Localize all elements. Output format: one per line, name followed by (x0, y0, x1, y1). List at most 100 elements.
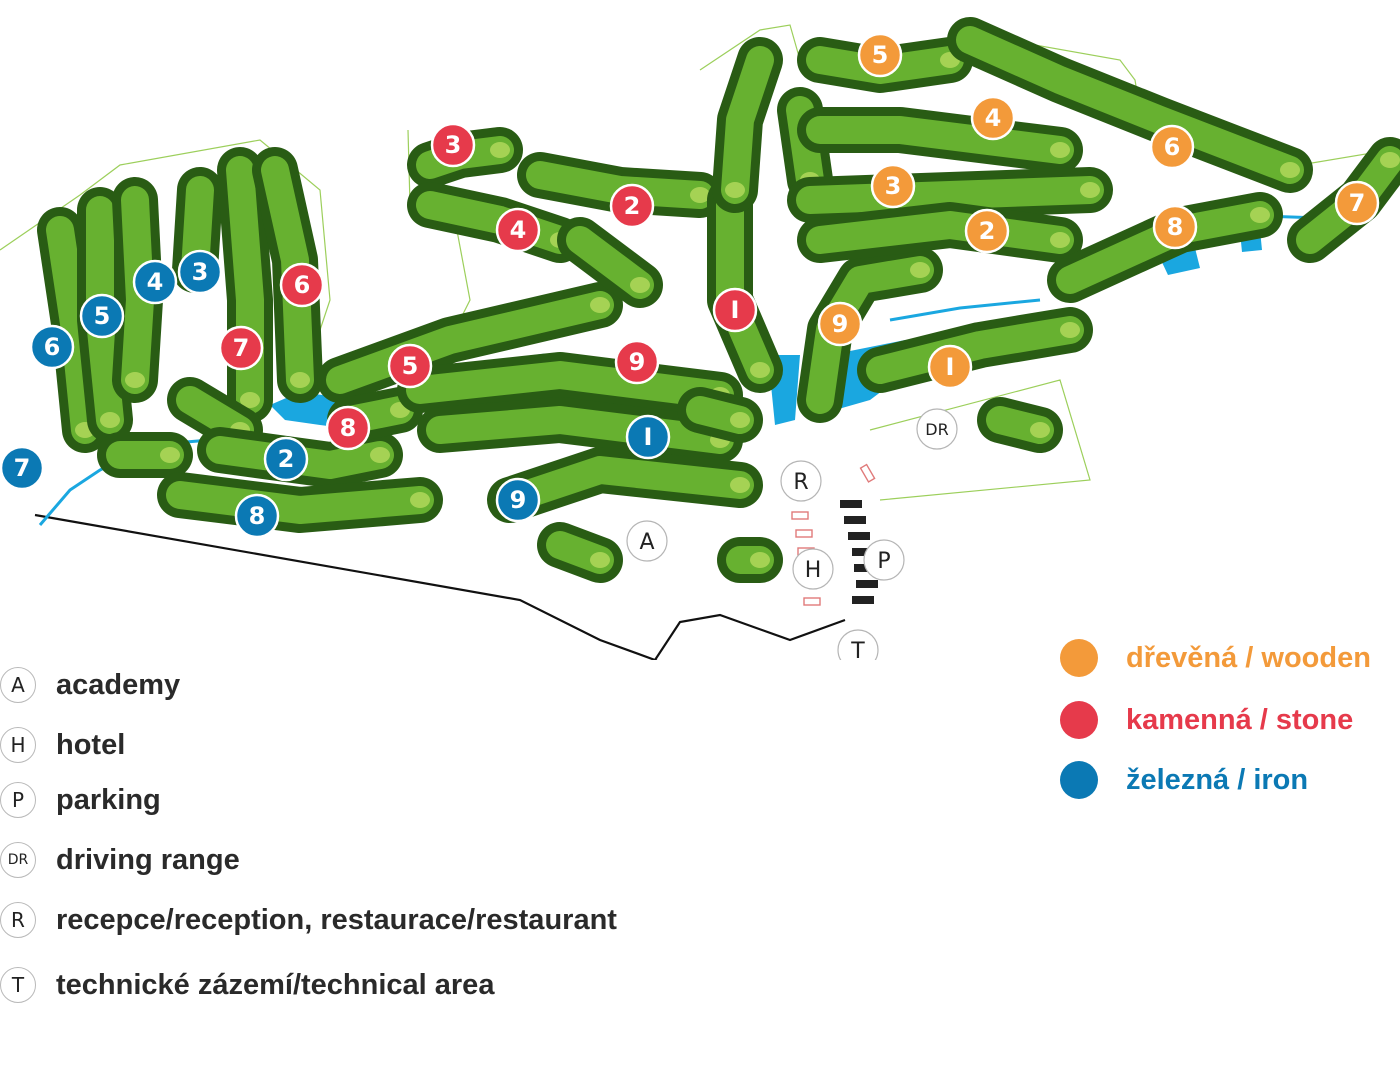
stone-hole-I-marker[interactable]: I (712, 287, 758, 333)
facility-marker-p[interactable]: P (863, 539, 905, 581)
stone-hole-4-marker[interactable]: 4 (495, 207, 541, 253)
wooden-hole-8-marker[interactable]: 8 (1152, 204, 1198, 250)
wooden-hole-3-marker[interactable]: 3 (870, 163, 916, 209)
fairway (261, 156, 314, 394)
iron-hole-number: I (644, 423, 653, 451)
stone-hole-circle (614, 339, 660, 385)
putting-green (630, 277, 650, 293)
fairway (326, 291, 614, 394)
course-color-dot (1060, 761, 1098, 799)
stone-hole-8-marker[interactable]: 8 (325, 405, 371, 451)
wooden-hole-circle (857, 32, 903, 78)
course-legend-wooden: dřevěná / wooden (1060, 636, 1371, 680)
stone-hole-circle (495, 207, 541, 253)
putting-green (410, 492, 430, 508)
course-legend-iron: železná / iron (1060, 758, 1308, 802)
putting-green (690, 187, 710, 203)
facility-circle (863, 539, 905, 581)
facility-marker-t[interactable]: T (837, 629, 879, 660)
iron-hole-2-marker[interactable]: 2 (263, 436, 309, 482)
fairway (806, 211, 1074, 254)
iron-hole-circle (29, 324, 75, 370)
course-legend-label: kamenná / stone (1126, 703, 1354, 736)
iron-hole-4-marker[interactable]: 4 (132, 259, 178, 305)
wooden-hole-5-marker[interactable]: 5 (857, 32, 903, 78)
wooden-hole-number: 4 (985, 104, 1002, 132)
stone-hole-3-marker[interactable]: 3 (430, 122, 476, 168)
iron-hole-6-marker[interactable]: 6 (29, 324, 75, 370)
stone-hole-9-marker[interactable]: 9 (614, 339, 660, 385)
putting-green (1060, 322, 1080, 338)
putting-green (725, 182, 745, 198)
iron-hole-8-marker[interactable]: 8 (234, 493, 280, 539)
putting-green (370, 447, 390, 463)
wooden-hole-9-marker[interactable]: 9 (817, 301, 863, 347)
wooden-hole-4-marker[interactable]: 4 (970, 95, 1016, 141)
putting-green (490, 142, 510, 158)
courses-legend: dřevěná / wooden kamenná / stone železná /… (1060, 630, 1400, 830)
wooden-hole-I-marker[interactable]: I (927, 344, 973, 390)
iron-hole-5-marker[interactable]: 5 (79, 293, 125, 339)
putting-green (750, 552, 770, 568)
wooden-hole-6-marker[interactable]: 6 (1149, 124, 1195, 170)
legend-label: recepce/reception, restaurace/restaurant (56, 903, 617, 936)
stone-hole-7-marker[interactable]: 7 (218, 325, 264, 371)
stone-hole-number: 4 (510, 216, 527, 244)
course-legend-label: dřevěná / wooden (1126, 641, 1371, 674)
stone-hole-number: 3 (445, 131, 462, 159)
putting-green (125, 372, 145, 388)
iron-hole-I-marker[interactable]: I (625, 414, 671, 460)
wooden-hole-7-marker[interactable]: 7 (1334, 180, 1380, 226)
legend-label: parking (56, 783, 161, 816)
putting-green (1050, 142, 1070, 158)
stone-hole-6-marker[interactable]: 6 (279, 262, 325, 308)
facility-marker-h[interactable]: H (792, 548, 834, 590)
facility-marker-dr[interactable]: DR (916, 408, 958, 450)
iron-hole-circle (132, 259, 178, 305)
wooden-hole-number: 7 (1349, 189, 1366, 217)
putting-green (730, 477, 750, 493)
stone-hole-2-marker[interactable]: 2 (609, 183, 655, 229)
facility-circle (792, 548, 834, 590)
facility-marker-r[interactable]: R (780, 460, 822, 502)
wooden-hole-2-marker[interactable]: 2 (964, 208, 1010, 254)
stone-hole-number: 6 (294, 271, 311, 299)
course-color-dot (1060, 639, 1098, 677)
stone-hole-5-marker[interactable]: 5 (387, 343, 433, 389)
facility-circle (780, 460, 822, 502)
facility-code: A (639, 530, 654, 555)
iron-hole-number: 2 (278, 445, 295, 473)
fairway (796, 176, 1104, 214)
stone-hole-number: 9 (629, 348, 646, 376)
road (34, 513, 846, 660)
fairway (206, 436, 394, 479)
facility-marker-a[interactable]: A (626, 520, 668, 562)
iron-hole-3-marker[interactable]: 3 (177, 249, 223, 295)
fairway (956, 26, 1304, 184)
iron-hole-circle (0, 445, 45, 491)
legend-badge: DR (0, 842, 36, 878)
fairway (866, 316, 1084, 384)
course-legend-stone: kamenná / stone (1060, 698, 1353, 742)
facility-circle (916, 408, 958, 450)
iron-hole-circle (495, 477, 541, 523)
fairway (121, 186, 154, 394)
iron-hole-7-marker[interactable]: 7 (0, 445, 45, 491)
legend-label: academy (56, 668, 181, 701)
wooden-hole-circle (870, 163, 916, 209)
facility-circle (837, 629, 879, 660)
iron-hole-9-marker[interactable]: 9 (495, 477, 541, 523)
fairway (46, 216, 99, 444)
facility-code: R (793, 470, 808, 495)
parking-area (840, 500, 878, 604)
putting-green (160, 447, 180, 463)
wooden-hole-circle (927, 344, 973, 390)
iron-hole-circle (625, 414, 671, 460)
iron-hole-number: 6 (44, 333, 61, 361)
